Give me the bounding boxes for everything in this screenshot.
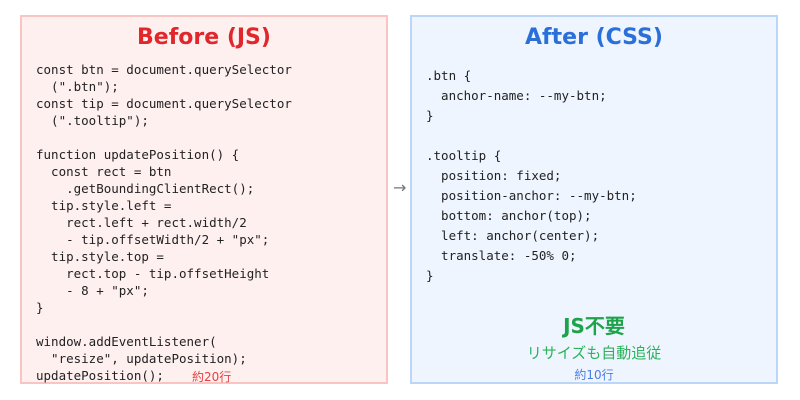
before-title: Before (JS) [137, 25, 271, 50]
before-code: const btn = document.querySelector (".bt… [36, 62, 292, 383]
after-panel: After (CSS) .btn { anchor-name: --my-btn… [410, 15, 778, 384]
before-panel: Before (JS) const btn = document.querySe… [20, 15, 388, 384]
after-line-count: 約10行 [574, 368, 614, 382]
after-title: After (CSS) [525, 25, 663, 50]
after-headline: JS不要 [563, 314, 625, 338]
after-code: .btn { anchor-name: --my-btn; } .tooltip… [426, 68, 637, 283]
before-line-count: 約20行 [192, 370, 232, 384]
arrow-icon: → [393, 178, 407, 197]
after-subtext: リサイズも自動追従 [526, 344, 662, 362]
